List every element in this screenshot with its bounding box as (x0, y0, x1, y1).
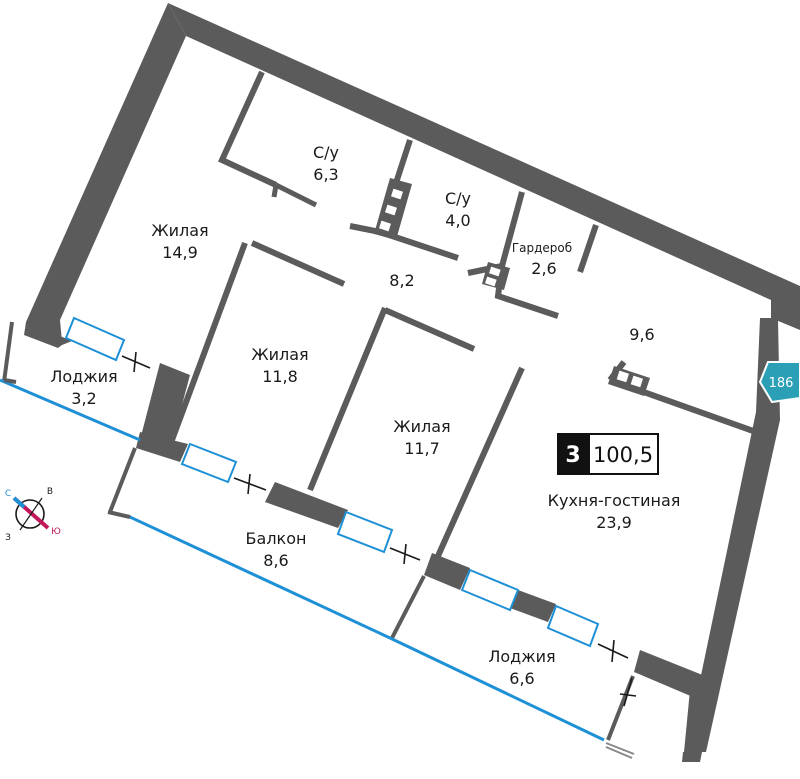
room-area-loggia1: 3,2 (71, 389, 96, 408)
pier-walls (24, 322, 706, 752)
rail-loggia-left (3, 378, 17, 384)
wall-loggia-left-sep (2, 321, 14, 383)
pier-kitchen-left (424, 553, 470, 590)
room-name-wardrobe: Гардероб (512, 241, 572, 255)
door-tick-loggia-left (133, 351, 137, 373)
pier-kitchen-mid (510, 590, 556, 622)
threshold-right (605, 742, 635, 755)
glazing (0, 378, 635, 759)
wall-balcony-left-sep (108, 447, 137, 513)
compass-north: С (5, 489, 11, 499)
wall-living3-top (383, 307, 476, 352)
shaft-wardrobe-cell-b (485, 276, 497, 287)
room-name-loggia1: Лоджия (50, 367, 117, 386)
room-name-living3: Жилая (393, 417, 450, 436)
window-living3 (336, 510, 394, 554)
pier-loggia-right-2 (684, 690, 706, 752)
pier-left-loggia (24, 322, 72, 348)
door-tick-loggia-right-2 (619, 693, 637, 697)
threshold-right-2 (605, 746, 633, 759)
window-living2 (180, 442, 238, 484)
wall-balcony-right-sep (390, 575, 426, 639)
room-area-hallway2: 9,6 (629, 325, 654, 344)
summary-rooms-bg (557, 433, 589, 475)
wall-living3-right (435, 366, 525, 558)
room-name-living2: Жилая (251, 345, 308, 364)
summary-area-frame (588, 433, 659, 475)
pier-balcony-left (136, 432, 188, 462)
apartment-number: 186 (769, 376, 794, 391)
compass-axis (19, 497, 43, 531)
outer-wall-right (685, 318, 780, 752)
pier-living1 (140, 363, 190, 442)
compass-west: З (5, 533, 11, 543)
door-tick-balcony-a (247, 473, 251, 495)
room-area-bath2: 4,0 (445, 211, 470, 230)
compass-needle-north (12, 496, 26, 509)
shaft-kitchen (608, 366, 650, 396)
summary-rooms-count: 3 (565, 443, 580, 468)
door-tick-balcony-b (403, 543, 407, 565)
outer-wall-right-bottom (682, 752, 702, 762)
room-area-balcony: 8,6 (263, 551, 288, 570)
door-line-loggia-right-2 (623, 677, 633, 707)
wall-wardrobe-right (577, 224, 599, 273)
outer-wall-top (168, 3, 800, 330)
wall-bath1-stub (271, 184, 279, 198)
door-line-balcony-a (233, 477, 267, 491)
shaft-wardrobe-cell-a (489, 266, 501, 277)
compass-east: В (47, 487, 53, 497)
shaft-kitchen-cell-a (616, 370, 629, 383)
vent-shafts (374, 178, 650, 396)
shaft-bath1-cell-a (391, 188, 403, 200)
window-living1 (64, 316, 126, 362)
wall-bath1-bottom (274, 182, 318, 208)
room-labels: Жилая 14,9 С/у 6,3 С/у 4,0 Гардероб 2,6 … (50, 143, 680, 688)
room-area-living2: 11,8 (262, 367, 298, 386)
room-area-loggia2: 6,6 (509, 669, 534, 688)
shaft-kitchen-cell-b (630, 375, 643, 388)
exterior-walls (26, 3, 800, 762)
glazing-loggia-left (0, 378, 141, 442)
room-area-kitchen: 23,9 (596, 513, 632, 532)
wall-living2-top (250, 240, 346, 287)
wall-wardrobe-left (467, 191, 525, 276)
summary-total-area: 100,5 (593, 443, 653, 467)
room-area-living1: 14,9 (162, 243, 198, 262)
windows (64, 316, 600, 648)
room-name-bath2: С/у (445, 189, 471, 208)
compass-ring (15, 499, 45, 529)
door-tick-loggia-right (611, 639, 615, 663)
wall-living3-left (307, 306, 388, 492)
room-area-living3: 11,7 (404, 439, 440, 458)
pier-balcony-mid (265, 482, 348, 528)
apartment-badge: 186 (758, 361, 800, 404)
apartment-badge-shape (758, 361, 800, 404)
window-kitchen-a (460, 568, 520, 612)
room-name-balcony: Балкон (246, 529, 307, 548)
shaft-bath1-cell-c (379, 220, 391, 232)
door-marks (121, 351, 637, 707)
room-area-hall: 8,2 (389, 271, 414, 290)
room-name-living1: Жилая (151, 221, 208, 240)
wall-living2-left (169, 241, 248, 442)
rail-balcony (107, 510, 131, 519)
compass: С В Ю З (5, 487, 61, 543)
room-area-wardrobe: 2,6 (531, 259, 556, 278)
window-kitchen-b (546, 604, 600, 648)
summary-box: 3 100,5 (557, 433, 659, 475)
room-area-bath1: 6,3 (313, 165, 338, 184)
door-line-loggia-left (121, 355, 151, 369)
wall-bath1-left (218, 70, 278, 188)
outer-wall-left (26, 3, 186, 342)
room-name-kitchen: Кухня-гостиная (548, 491, 681, 510)
room-name-loggia2: Лоджия (488, 647, 555, 666)
glazing-loggia-right (389, 636, 605, 742)
shaft-bath1-cell-b (385, 204, 397, 216)
room-name-bath1: С/у (313, 143, 339, 162)
pier-loggia-right (634, 650, 705, 700)
compass-south: Ю (51, 527, 61, 537)
